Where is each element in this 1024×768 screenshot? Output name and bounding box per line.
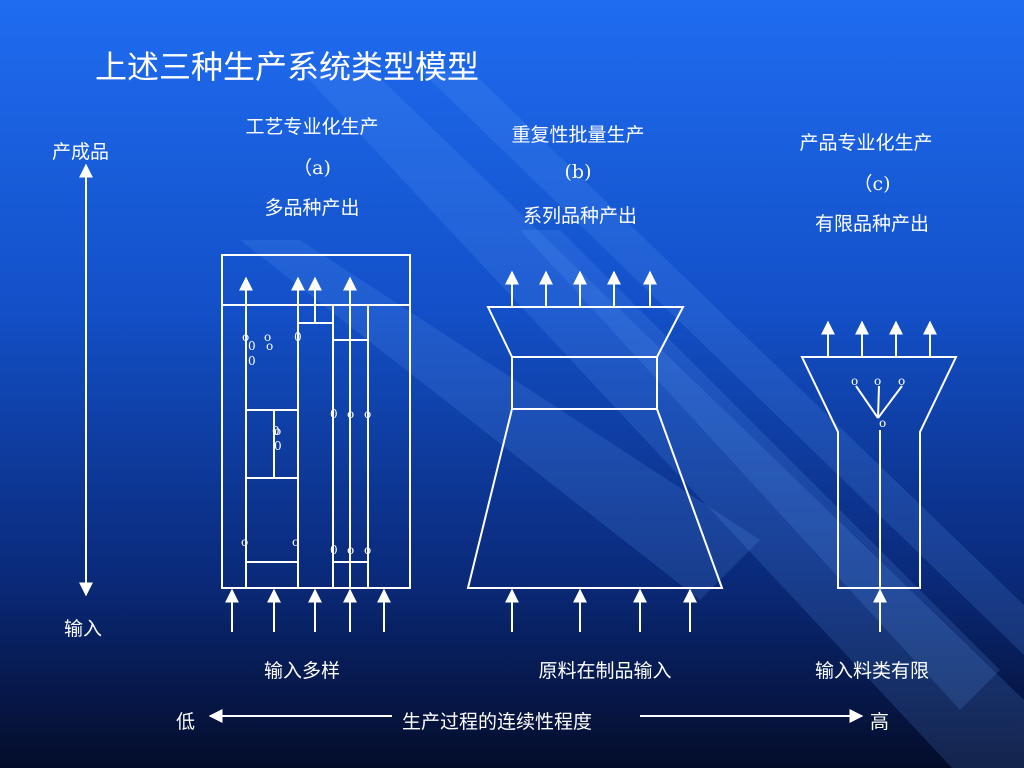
system-a-outer-box xyxy=(221,254,411,589)
system-b-output-desc: 系列品种产出 xyxy=(522,205,638,227)
system-a-name: 工艺专业化生产 xyxy=(245,116,379,138)
node: o xyxy=(364,407,371,421)
node: 0 xyxy=(330,407,338,421)
continuity-low-label: 低 xyxy=(176,711,196,733)
node: o xyxy=(874,374,881,388)
node: 0 xyxy=(248,339,256,353)
node: 0 xyxy=(272,424,280,438)
node: o xyxy=(898,374,905,388)
node: 0 xyxy=(294,330,302,344)
node: o xyxy=(347,543,354,557)
node: o xyxy=(879,416,886,430)
system-a-input-arrows xyxy=(225,588,391,632)
system-c-output-arrows xyxy=(821,320,937,357)
node: 0 xyxy=(330,543,338,557)
system-c-funnel xyxy=(800,356,958,589)
system-b-diagram xyxy=(466,306,724,589)
system-c-code: （c) xyxy=(853,173,891,195)
axis-bottom-label: 输入 xyxy=(64,618,103,640)
system-b-middle-box xyxy=(511,356,658,410)
node: o xyxy=(274,424,281,438)
node: o xyxy=(347,407,354,421)
system-c-diagram xyxy=(800,356,958,589)
node: 0 xyxy=(274,439,282,453)
system-b-input-desc: 原料在制品输入 xyxy=(538,660,672,682)
node: o xyxy=(241,535,248,549)
system-c-input-desc: 输入料类有限 xyxy=(814,660,930,682)
node: o xyxy=(851,374,858,388)
system-a-nodes: o o 0 0 o 0 0 o o 0 o 0 o o 0 o o xyxy=(241,330,371,557)
axis-top-label: 产成品 xyxy=(52,141,110,163)
system-c-name: 产品专业化生产 xyxy=(799,132,933,154)
node: o xyxy=(292,535,299,549)
system-a-code: （a) xyxy=(293,157,331,179)
system-b-code: (b) xyxy=(564,161,592,183)
system-a-output-desc: 多品种产出 xyxy=(264,197,360,219)
node: o xyxy=(264,330,271,344)
continuity-scale-label: 生产过程的连续性程度 xyxy=(402,711,593,733)
page-title: 上述三种生产系统类型模型 xyxy=(95,48,480,86)
node: 0 xyxy=(248,354,256,368)
system-a-output-arrows xyxy=(239,276,357,305)
continuity-high-label: 高 xyxy=(870,711,890,733)
system-a-diagram xyxy=(221,254,411,589)
system-b-input-arrows xyxy=(505,588,697,632)
system-b-funnel-top xyxy=(486,306,685,358)
system-b-name: 重复性批量生产 xyxy=(511,124,645,146)
node: o xyxy=(266,339,273,353)
system-a-input-desc: 输入多样 xyxy=(263,660,341,682)
system-c-nodes: o o o o xyxy=(851,374,905,430)
node: o xyxy=(364,543,371,557)
system-b-output-arrows xyxy=(505,270,657,307)
system-c-output-desc: 有限品种产出 xyxy=(814,213,930,235)
system-b-base xyxy=(466,408,724,589)
node: o xyxy=(242,330,249,344)
